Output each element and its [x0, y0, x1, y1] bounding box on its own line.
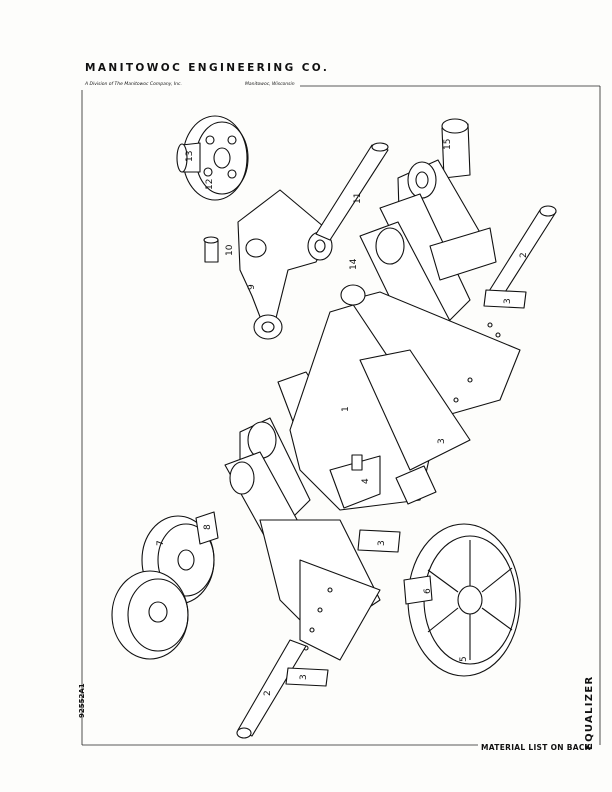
top-sheave [176, 115, 249, 201]
left-link-plates [224, 417, 381, 661]
pin-upper-right [441, 118, 471, 179]
part-label: 6 [423, 588, 433, 594]
lower-bracket [329, 454, 381, 509]
large-sheave [403, 523, 521, 677]
part-labels: 1 2 2 3 3 3 3 4 5 6 7 8 9 10 11 12 13 14… [156, 139, 529, 696]
part-label: 2 [263, 690, 273, 696]
part-label: 8 [203, 524, 213, 530]
part-label: 12 [205, 179, 215, 190]
division-line: A Division of The Manitowoc Company, Inc… [85, 82, 182, 87]
part-label: 14 [349, 258, 359, 270]
part-label: 13 [185, 151, 195, 162]
part-label: 11 [353, 193, 363, 204]
part-label: 3 [437, 438, 447, 444]
pin-long [315, 142, 389, 241]
spacer-bar-bottom [285, 667, 329, 687]
side-plate [203, 189, 333, 340]
footer-note: MATERIAL LIST ON BACK [481, 743, 591, 752]
document-number: 92552A1 [78, 683, 86, 718]
part-label: 4 [361, 478, 371, 484]
part-label: 10 [225, 244, 235, 256]
part-label: 9 [247, 284, 257, 290]
location-line: Manitowoc, Wisconsin [245, 82, 295, 87]
part-label: 5 [459, 656, 469, 662]
part-label: 1 [341, 406, 351, 412]
part-label: 7 [156, 540, 166, 546]
company-name: MANITOWOC ENGINEERING CO. [85, 62, 330, 74]
main-body [277, 284, 521, 511]
pin-left [236, 639, 307, 739]
spacer-bar-left [357, 529, 401, 553]
part-label: 3 [377, 540, 387, 546]
part-label: 15 [443, 139, 453, 150]
part-label: 3 [503, 298, 513, 304]
part-label: 3 [299, 674, 309, 680]
drawing-title: EQUALIZER [584, 675, 595, 750]
spacer-bar-right [483, 289, 527, 309]
part-label: 2 [519, 252, 529, 258]
pin-right [485, 205, 557, 301]
left-sheave-lower [111, 570, 189, 660]
